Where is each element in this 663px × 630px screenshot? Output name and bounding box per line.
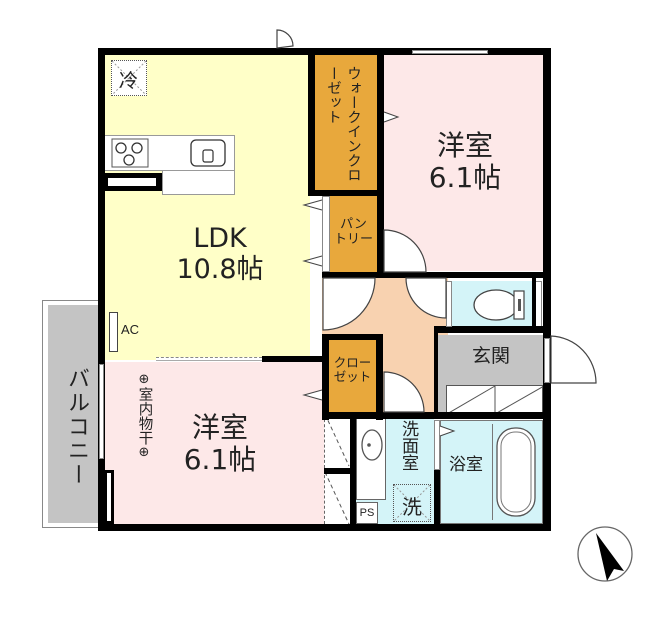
wall-ldk-bottom [262,356,324,362]
fridge-cross-icon [112,61,146,95]
closet-line2: ゼット [333,369,372,385]
shoe-cabinet-lines-icon [447,386,544,414]
aircon-label: AC [121,322,140,337]
sink-icon [190,139,226,167]
bathtub-icon [496,427,536,517]
window-bedroom-sw-left [104,470,114,524]
pantry-label: パン トリー [330,217,377,248]
balcony: バルコニー [48,305,100,523]
shoe-cabinet [446,385,544,414]
window-ne [412,50,488,54]
wall-closet-top [322,334,383,340]
pantry-door [322,196,330,272]
wall-wic-bottom [308,190,384,196]
ldk-label: LDK 10.8帖 [150,223,290,285]
kitchen-wall-inner [108,178,156,186]
bath-door [434,420,440,470]
kitchen-counter-lower [162,171,235,195]
stove-icon [111,138,149,168]
indoor-drying-rail: ⊕ 室内物干 ⊕ [134,372,154,476]
washer-label: 洗 [402,495,422,519]
wall-wic-right [377,48,384,278]
walk-in-closet-label: ウォークインクローゼット [325,66,361,182]
hallway-lower [383,330,435,416]
toilet-icon [473,289,525,321]
pipe-space-label: PS [359,507,375,519]
ldk-sliding-door [156,357,262,361]
room-ldk [104,54,310,360]
door-ldk-top-icon [276,29,294,49]
kitchen-counter [104,135,235,171]
bathroom-label: 浴室 [449,455,483,475]
bedroom-ne-name: 洋室 [436,129,493,162]
drying-marker-bottom-icon: ⊕ [138,445,150,460]
bedroom-sw-size: 6.1帖 [183,443,257,477]
wall-closet-frame-left [322,334,329,420]
ldk-size: 10.8帖 [176,254,264,286]
wall-pantry-bottom [322,272,543,278]
door-entrance-icon [550,335,597,384]
aircon [109,312,118,352]
window-balcony [99,364,104,459]
bedroom-sw-name: 洋室 [191,411,248,444]
outer-wall-bottom [98,524,551,531]
washer-cross-icon [394,485,430,521]
room-bedroom-sw [104,362,324,524]
indoor-drying-label: 室内物干 [136,387,153,445]
wall-toilet-bottom [434,326,543,333]
closet-label: クロー ゼット [329,355,376,385]
closet-line1: クロー [333,355,372,370]
toilet-window [535,281,542,327]
bedroom-ne-size: 6.1帖 [428,161,502,195]
bedroom-closet-lines-icon [325,414,350,524]
bathtub [492,424,539,520]
wall-wet-top [322,412,543,419]
pantry-line1: パン [340,217,367,232]
washer-space: 洗 [393,484,431,522]
room-closet [329,339,376,414]
bedroom-sw-label: 洋室 6.1帖 [150,411,290,477]
outer-wall-top [98,48,551,55]
pipe-space: PS [356,502,378,524]
north-arrow-icon [577,526,633,582]
wall-entrance-left [434,330,438,416]
washroom-label: 洗面室 [398,420,418,471]
entrance-label: 玄関 [471,345,510,367]
drying-marker-top-icon: ⊕ [138,372,150,387]
wall-closet-right [376,334,383,420]
room-pantry [330,196,377,274]
fridge-label: 冷 [119,70,139,92]
wall-toilet-right [532,278,536,328]
outer-wall-left [98,48,105,531]
pantry-line2: トリー [333,231,373,247]
room-walk-in-closet [314,55,377,191]
fridge-space: 冷 [111,60,147,96]
compass [576,525,634,583]
bedroom-ne-label: 洋室 6.1帖 [400,129,530,195]
entrance-door-opening [544,338,550,383]
toilet-door [446,281,452,327]
wall-wic-left [308,48,315,196]
outer-wall-right [543,48,551,531]
vanity [356,418,386,500]
ldk-name: LDK [193,223,247,254]
wall-bath-left [434,470,440,528]
wall-bedroom-closet-mid [324,468,354,474]
washbasin-icon [361,429,383,461]
balcony-label: バルコニー [64,367,89,487]
